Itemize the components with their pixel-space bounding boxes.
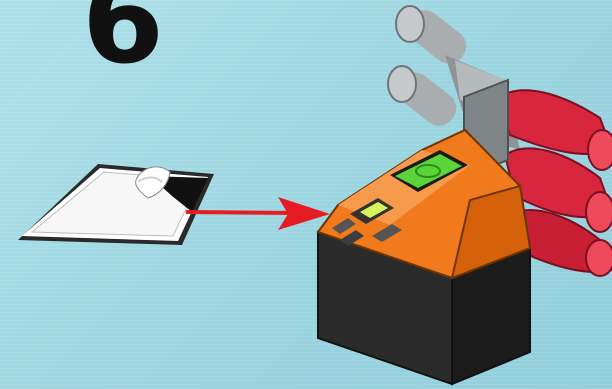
nxt-brick-icon xyxy=(318,80,530,384)
sticker-sheet-icon xyxy=(18,164,214,245)
arrow-right-icon xyxy=(186,197,330,230)
